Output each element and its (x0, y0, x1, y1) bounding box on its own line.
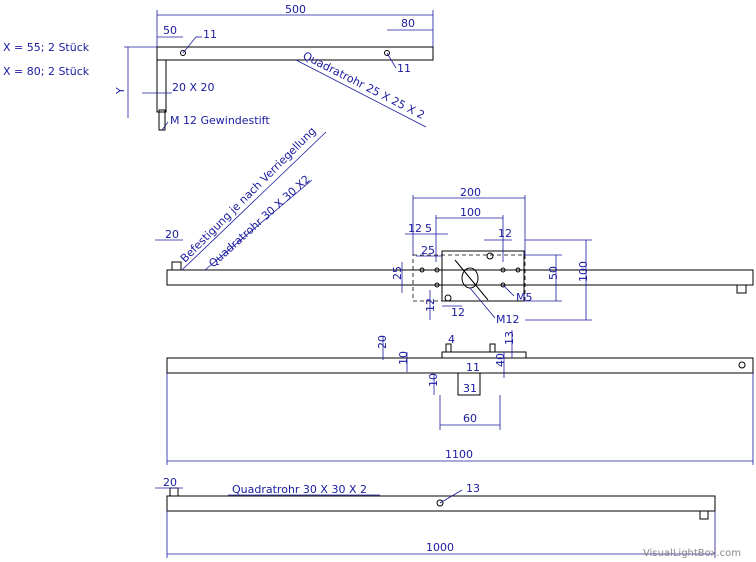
side-block (457, 372, 481, 396)
plan-dim-12-c: 12 (424, 298, 437, 312)
dim-80: 80 (401, 17, 415, 30)
dim-50: 50 (163, 24, 177, 37)
plan-dim-200: 200 (460, 186, 481, 199)
note-x80: X = 80; 2 Stück (3, 65, 90, 78)
side-tube (166, 357, 754, 374)
side-dim-31: 31 (463, 382, 477, 395)
side-dim-13: 13 (503, 331, 516, 345)
side-dim-20: 20 (376, 335, 389, 349)
top-hole-right (384, 50, 390, 56)
plan-dim-100-top: 100 (460, 206, 481, 219)
side-dim-10-b: 10 (427, 373, 440, 387)
bottom-view: 20 Quadratrohr 30 X 30 X 2 13 1000 (155, 476, 716, 558)
side-view: 20 10 4 13 40 11 10 31 60 1100 (166, 330, 754, 465)
label-quadratrohr-30-bottom: Quadratrohr 30 X 30 X 2 (232, 483, 367, 496)
plan-dim-100-right: 100 (577, 261, 590, 282)
side-dim-11: 11 (466, 361, 480, 374)
note-gewindestift: M 12 Gewindestift (170, 114, 270, 127)
plan-dim-12-d: 12 (451, 306, 465, 319)
side-dim-40: 40 (494, 353, 507, 367)
bottom-dim-20: 20 (163, 476, 177, 489)
bottom-tube (166, 495, 716, 512)
label-m5: M5 (516, 291, 533, 304)
plan-tube (166, 269, 754, 286)
dim-500: 500 (285, 3, 306, 16)
dim-11-left: 11 (203, 28, 217, 41)
side-dim-60: 60 (463, 412, 477, 425)
dim-11-right: 11 (397, 62, 411, 75)
watermark: VisualLightBox.com (643, 548, 741, 559)
plan-dim-50: 50 (547, 266, 560, 280)
plan-dim-5: 5 (425, 222, 432, 235)
plan-dim-12-a: 12 (408, 222, 422, 235)
plan-dim-12-b: 12 (498, 227, 512, 240)
side-plate (441, 351, 527, 359)
top-stub (156, 59, 167, 113)
bottom-dim-1000: 1000 (426, 541, 454, 554)
top-tube (156, 46, 434, 61)
dim-20x20: 20 X 20 (172, 81, 215, 94)
plan-dim-25-top: 25 (421, 244, 435, 257)
plan-bracket-hidden (412, 254, 526, 302)
top-hole-left (180, 50, 186, 56)
side-dim-10-a: 10 (397, 351, 410, 365)
plan-dim-25-left: 25 (391, 266, 404, 280)
plan-view: 20 Befestigung je nach Verriegellung Qua… (155, 124, 754, 326)
note-x55: X = 55; 2 Stück (3, 41, 90, 54)
dim-y: Y (114, 87, 127, 95)
side-dim-4: 4 (448, 333, 455, 346)
top-view: 500 50 80 11 11 Y 20 X 20 M 12 Gewindest… (3, 3, 434, 131)
bottom-dim-13: 13 (466, 482, 480, 495)
plan-dim-20: 20 (165, 228, 179, 241)
label-m12: M12 (496, 313, 520, 326)
side-dim-1100: 1100 (445, 448, 473, 461)
